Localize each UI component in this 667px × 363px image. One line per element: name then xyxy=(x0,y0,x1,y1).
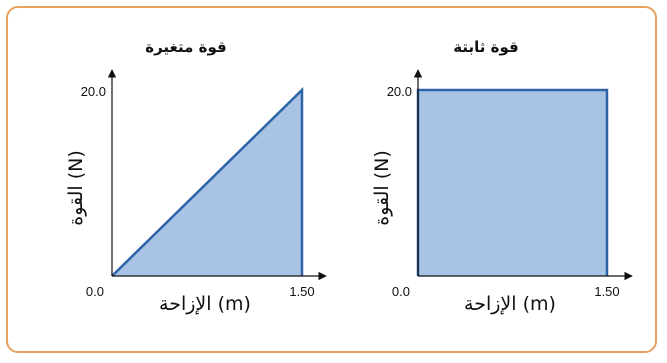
chart-title-variable: قوة متغيرة xyxy=(145,38,227,56)
x-axis-label-variable: الإزاحة (m) xyxy=(159,293,251,315)
x-tick-label-constant-max: 1.50 xyxy=(594,284,619,299)
x-tick-label-variable-0: 0.0 xyxy=(86,284,104,299)
x-axis-label-constant: الإزاحة (m) xyxy=(464,293,556,315)
chart-title-constant: قوة ثابتة xyxy=(453,38,518,56)
y-tick-label-constant-max: 20.0 xyxy=(387,84,412,99)
x-tick-label-variable-max: 1.50 xyxy=(289,284,314,299)
series-line-variable xyxy=(111,87,304,277)
y-axis-label-variable: القوة (N) xyxy=(65,150,87,226)
y-tick-label-variable-max: 20.0 xyxy=(81,84,106,99)
x-tick-label-constant-0: 0.0 xyxy=(392,284,410,299)
chart-variable-force: قوة متغيرة 20.0 0.0 1.50 الإزاحة (m) الق… xyxy=(65,38,327,315)
y-axis-label-constant: القوة (N) xyxy=(371,150,393,226)
chart-constant-force: قوة ثابتة 20.0 0.0 1.50 الإزاحة (m) القو… xyxy=(371,38,633,315)
area-fill-constant xyxy=(418,90,607,276)
